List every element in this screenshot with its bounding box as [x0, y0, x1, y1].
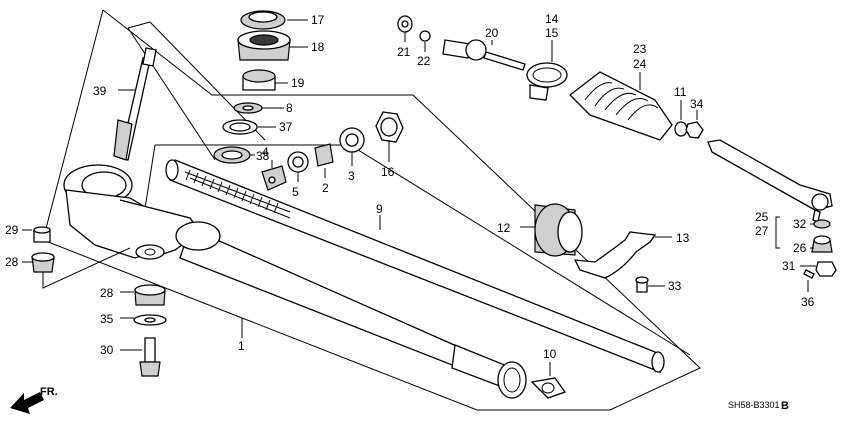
front-direction-indicator: FR.	[10, 386, 58, 414]
callout-11: 11	[674, 85, 687, 99]
front-direction-label: FR.	[40, 386, 58, 398]
diagram-code-suffix: B	[781, 400, 789, 412]
callout-20: 20	[485, 26, 499, 40]
callout-37: 37	[279, 120, 293, 134]
callout-4: 4	[262, 145, 269, 159]
callout-9: 9	[376, 202, 383, 216]
callout-10: 10	[543, 347, 557, 361]
callout-8: 8	[286, 101, 293, 115]
callout-34: 34	[690, 97, 704, 111]
callout-36: 36	[801, 295, 815, 309]
callout-24: 24	[633, 57, 647, 71]
leader-lines	[22, 19, 816, 376]
diagram-code-text: SH58-B3301	[728, 400, 780, 410]
callout-17: 17	[311, 13, 325, 27]
callout-31: 31	[782, 259, 796, 273]
callout-13: 13	[676, 231, 690, 245]
callout-16: 16	[381, 165, 395, 179]
front-arrow-icon	[10, 392, 44, 414]
callout-38: 38	[256, 149, 270, 163]
steering-rack	[165, 159, 665, 374]
tie-rod-side-parts	[397, 15, 837, 279]
callout-2: 2	[322, 181, 329, 195]
diagram-code: SH58-B3301 B	[728, 400, 789, 412]
callout-15: 15	[545, 26, 559, 40]
callout-28a: 28	[5, 255, 19, 269]
callout-22: 22	[417, 54, 431, 68]
callout-30: 30	[100, 343, 114, 357]
callout-32: 32	[793, 217, 807, 231]
callout-33: 33	[668, 279, 682, 293]
callout-12: 12	[497, 221, 511, 235]
callout-28b: 28	[100, 286, 114, 300]
callout-23: 23	[633, 42, 647, 56]
callout-19: 19	[291, 76, 305, 90]
callout-26: 26	[793, 241, 807, 255]
callout-35: 35	[100, 312, 114, 326]
pinion-side-parts	[213, 10, 404, 191]
callout-29: 29	[5, 223, 19, 237]
callout-18: 18	[311, 40, 325, 54]
callout-labels: 1 2 3 4 5 8 9 10 11 12 13 14 15 16 17 18…	[5, 12, 815, 361]
callout-1: 1	[238, 339, 245, 353]
mount-cushion-bracket	[534, 203, 657, 293]
callout-39: 39	[93, 84, 107, 98]
steering-rack-housing	[63, 164, 527, 399]
callout-5: 5	[292, 185, 299, 199]
callout-25: 25	[755, 210, 769, 224]
callout-14: 14	[545, 12, 559, 26]
pinion-shaft	[113, 47, 157, 161]
rack-end-clip	[530, 377, 567, 399]
callout-3: 3	[348, 169, 355, 183]
callout-27: 27	[755, 224, 769, 238]
left-side-fasteners	[31, 226, 167, 377]
callout-21: 21	[397, 45, 411, 59]
